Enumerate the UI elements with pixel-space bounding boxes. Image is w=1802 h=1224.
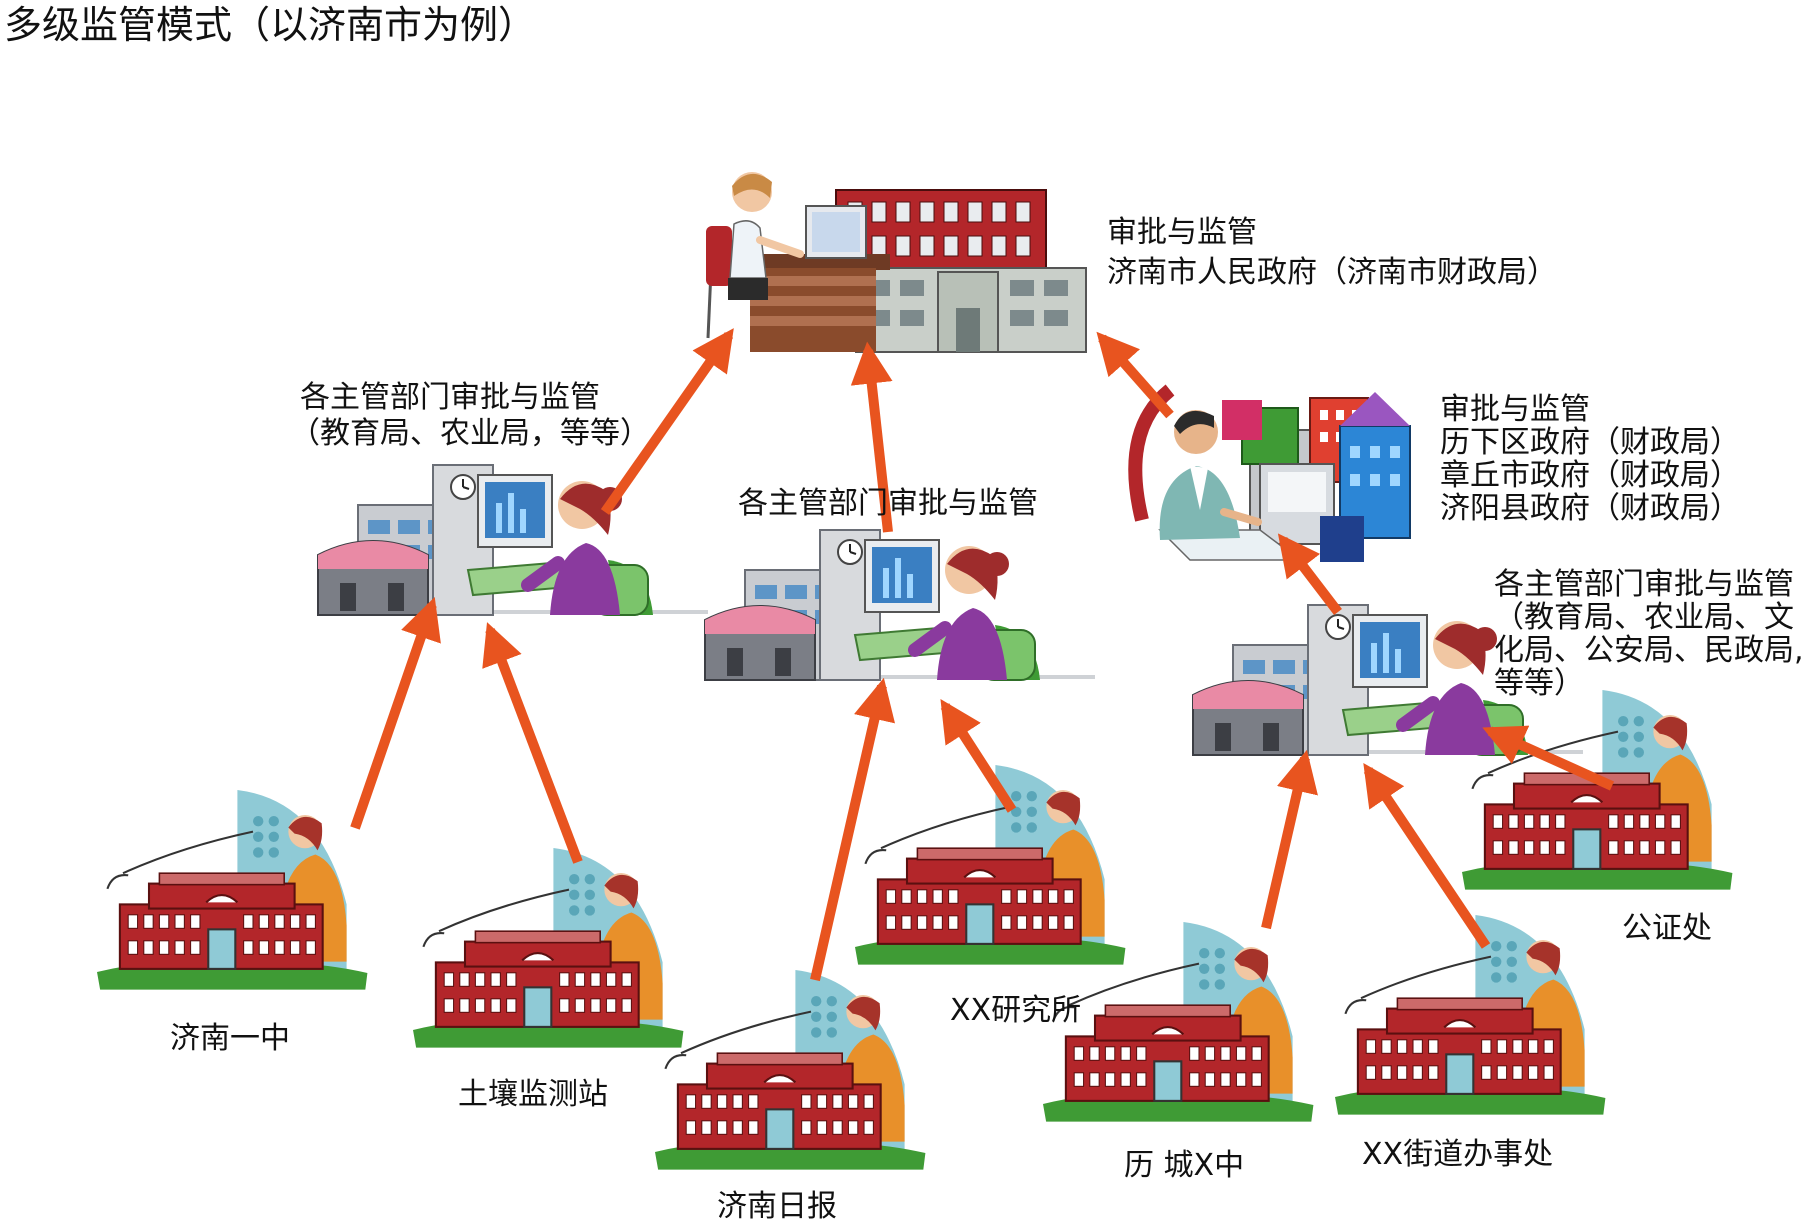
right-dept-label-line-1: 各主管部门审批与监管 bbox=[1494, 567, 1794, 602]
arrow-soil-station-to-left-dept bbox=[482, 622, 583, 864]
unit-label-notary-office: 公证处 bbox=[1622, 911, 1712, 946]
arrow-right-dept-to-district bbox=[1277, 533, 1342, 616]
arrow-jinan-daily-to-mid-dept bbox=[810, 677, 896, 982]
top-node-label-line-1: 审批与监管 bbox=[1107, 215, 1257, 250]
left-dept-label: 各主管部门审批与监管 （教育局、农业局，等等） bbox=[290, 380, 650, 452]
page-title: 多级监管模式（以济南市为例） bbox=[4, 3, 537, 47]
arrow-notary-to-right-dept bbox=[1482, 725, 1615, 791]
school-jinan-yizhong-illustration bbox=[95, 788, 369, 991]
arrow-licheng-to-right-dept bbox=[1261, 749, 1318, 930]
arrow-street-office-to-right-dept bbox=[1363, 763, 1491, 949]
arrow-left-dept-to-city bbox=[600, 328, 734, 515]
arrow-district-to-city bbox=[1096, 331, 1174, 419]
district-label-line-1: 审批与监管 bbox=[1440, 392, 1590, 427]
school-jinan-daily-illustration bbox=[653, 968, 927, 1171]
unit-label-street-office: XX街道办事处 bbox=[1362, 1137, 1554, 1172]
school-soil-station-illustration bbox=[411, 846, 685, 1049]
mid-dept-label: 各主管部门审批与监管 bbox=[738, 487, 1038, 520]
right-dept-label-line-4: 等等） bbox=[1494, 666, 1584, 701]
unit-label-soil-station: 土壤监测站 bbox=[458, 1077, 608, 1112]
district-label-line-4: 济阳县政府（财政局） bbox=[1440, 491, 1740, 526]
school-research-institute-illustration bbox=[853, 763, 1127, 966]
arrow-group bbox=[350, 328, 1615, 982]
arrow-jinan-yizhong-to-left-dept bbox=[350, 597, 441, 830]
left-dept-label-line-1: 各主管部门审批与监管 bbox=[300, 380, 600, 415]
mid-dept-label-line-1: 各主管部门审批与监管 bbox=[738, 486, 1038, 521]
school-street-office-illustration bbox=[1333, 913, 1607, 1116]
district-label: 审批与监管 历下区政府（财政局） 章丘市政府（财政局） 济阳县政府（财政局） bbox=[1440, 393, 1740, 525]
left-dept-label-line-2: （教育局、农业局，等等） bbox=[290, 416, 650, 451]
right-dept-label-line-3: 化局、公安局、民政局, bbox=[1494, 633, 1802, 668]
unit-label-jinan-daily: 济南日报 bbox=[717, 1189, 837, 1224]
arrow-research-to-mid-dept bbox=[940, 698, 1017, 813]
unit-label-licheng-school: 历 城X中 bbox=[1124, 1148, 1245, 1183]
city-government-illustration bbox=[706, 172, 1087, 353]
top-node-label: 审批与监管 济南市人民政府（济南市财政局） bbox=[1107, 213, 1557, 293]
unit-label-jinan-yizhong: 济南一中 bbox=[170, 1021, 290, 1056]
unit-label-research-institute: XX研究所 bbox=[950, 993, 1082, 1028]
left-department-illustration bbox=[318, 465, 708, 615]
top-node-label-line-2: 济南市人民政府（济南市财政局） bbox=[1107, 255, 1557, 290]
right-dept-label: 各主管部门审批与监管 （教育局、农业局、文 化局、公安局、民政局, 等等） bbox=[1494, 568, 1802, 700]
arrow-mid-dept-to-city bbox=[850, 341, 893, 533]
middle-department-illustration bbox=[705, 530, 1095, 680]
district-label-line-2: 历下区政府（财政局） bbox=[1440, 425, 1740, 460]
district-label-line-3: 章丘市政府（财政局） bbox=[1440, 458, 1740, 493]
right-dept-label-line-2: （教育局、农业局、文 bbox=[1494, 600, 1794, 635]
district-government-illustration bbox=[1128, 384, 1411, 562]
